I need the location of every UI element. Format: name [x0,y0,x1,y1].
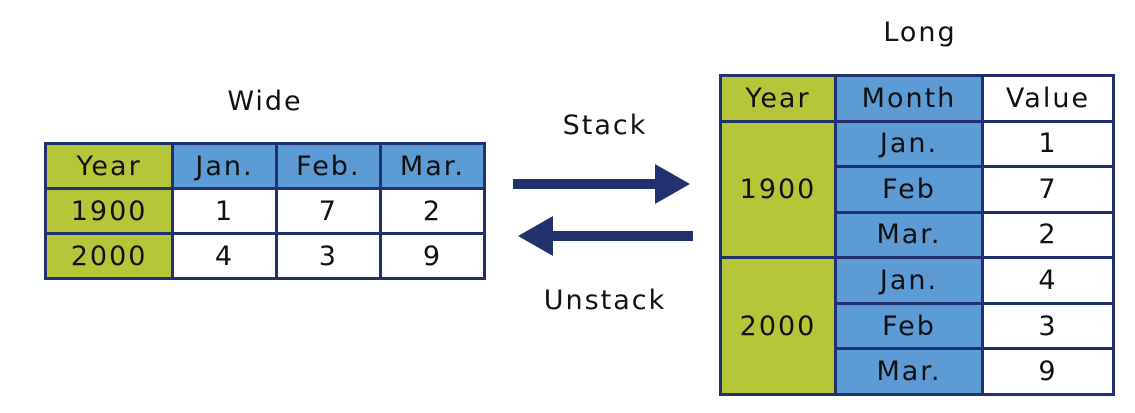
long-month-cell: Mar. [834,347,984,396]
long-value-cell: 1 [981,119,1115,169]
long-header-row: Year Month Value [719,74,1115,123]
long-row: Mar. 9 [721,347,1115,396]
long-header-year: Year [719,74,837,123]
wide-title: Wide [227,86,303,117]
long-month-cell: Feb [834,165,984,214]
wide-header-year: Year [43,142,175,190]
long-month-cell: Mar. [834,210,984,260]
wide-header-month: Jan. [171,142,278,190]
wide-value-cell: 2 [378,187,487,235]
long-row: 1900 Jan. 1 [719,119,1115,260]
long-value-cell: 4 [981,256,1115,305]
long-header-value: Value [981,74,1115,123]
wide-header-month: Mar. [378,142,487,190]
wide-header-row: Year Jan. Feb. Mar. [43,142,487,190]
unstack-arrow-icon [518,216,693,256]
long-value-cell: 3 [981,301,1115,351]
long-year-cell: 1900 [719,119,837,260]
wide-year-cell: 2000 [43,232,175,280]
wide-value-cell: 4 [171,232,278,280]
wide-value-cell: 1 [171,187,278,235]
long-row: Mar. 2 [721,210,1115,260]
wide-table: Year Jan. Feb. Mar. 1900 1 7 2 2000 4 3 … [43,142,487,280]
long-month-cell: Jan. [834,119,984,169]
long-value-cell: 7 [981,165,1115,214]
wide-row: 2000 4 3 9 [43,232,487,280]
long-title: Long [883,17,957,48]
long-month-cell: Jan. [834,256,984,305]
wide-row: 1900 1 7 2 [43,187,487,235]
long-year-cell: 2000 [719,256,837,396]
stack-arrow-icon [513,164,690,204]
long-table: Year Month Value 1900 Jan. 1 Feb 7 Mar. … [719,74,1115,396]
long-value-cell: 2 [981,210,1115,260]
wide-header-month: Feb. [274,142,382,190]
long-row: 2000 Jan. 4 [719,256,1115,396]
wide-value-cell: 7 [274,187,382,235]
long-value-cell: 9 [981,347,1115,396]
long-row: Feb 7 [721,165,1115,214]
long-month-cell: Feb [834,301,984,351]
wide-value-cell: 3 [274,232,382,280]
long-row: Feb 3 [721,301,1115,351]
stack-label: Stack [562,110,648,141]
wide-value-cell: 9 [378,232,487,280]
long-header-month: Month [834,74,984,123]
unstack-label: Unstack [543,285,667,316]
wide-year-cell: 1900 [43,187,175,235]
